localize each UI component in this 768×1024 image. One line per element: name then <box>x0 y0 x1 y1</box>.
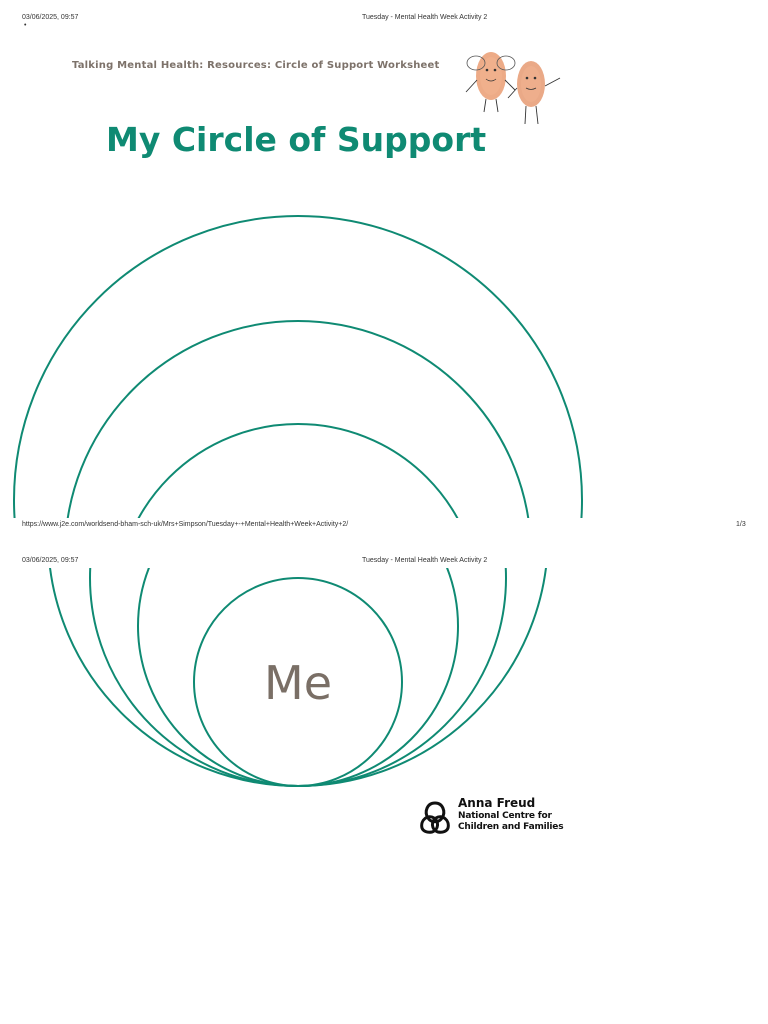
logo-text: Anna Freud National Centre for Children … <box>458 796 564 833</box>
logo-line1: National Centre for <box>458 811 552 821</box>
print-page-number: 1/3 <box>736 521 746 528</box>
anna-freud-logo: Anna Freud National Centre for Children … <box>418 796 588 838</box>
worksheet-page-top: Talking Mental Health: Resources: Circle… <box>13 52 583 518</box>
print-doc-title: Tuesday - Mental Health Week Activity 2 <box>362 14 488 21</box>
print-doc-title-page2: Tuesday - Mental Health Week Activity 2 <box>362 557 488 564</box>
print-bullet: • <box>24 22 27 29</box>
support-circles-bottom <box>49 568 547 787</box>
logo-line2: Children and Families <box>458 822 564 832</box>
support-circles-top <box>13 215 583 518</box>
worksheet-page-bottom <box>0 568 768 1024</box>
logo-name: Anna Freud <box>458 796 536 810</box>
anna-freud-knot-icon <box>420 801 450 834</box>
print-url[interactable]: https://www.j2e.com/worldsend-bham-sch-u… <box>22 521 349 528</box>
outer-circle <box>13 215 583 518</box>
page-break <box>0 518 768 568</box>
worksheet-header: Talking Mental Health: Resources: Circle… <box>72 60 440 71</box>
second-circle <box>66 320 530 518</box>
inner-me-circle <box>193 577 403 787</box>
print-datetime-page2: 03/06/2025, 09:57 <box>22 557 79 564</box>
third-circle <box>137 423 459 518</box>
thumbprint-characters-illustration <box>465 52 561 125</box>
me-label: Me <box>264 656 332 710</box>
print-datetime: 03/06/2025, 09:57 <box>22 14 79 21</box>
worksheet-title: My Circle of Support <box>106 120 487 159</box>
